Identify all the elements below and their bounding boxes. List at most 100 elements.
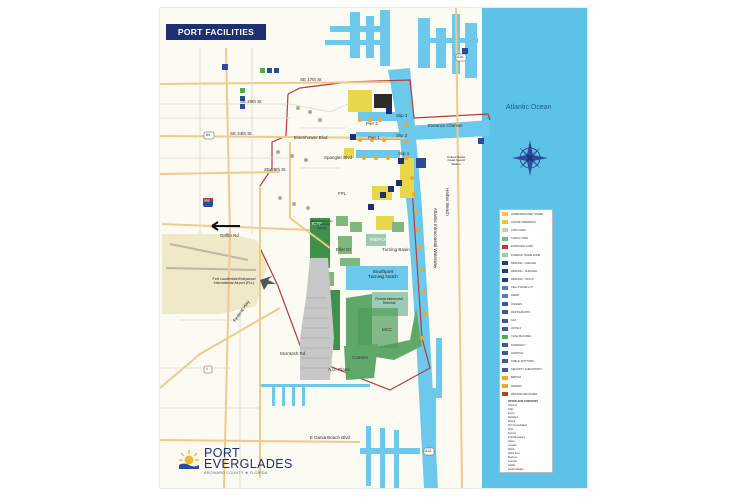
legend-item: PHARMACY [500,341,552,349]
legend-item: PARKING - SURFACE [500,267,552,275]
runways [165,243,257,271]
port-map[interactable] [160,8,587,488]
i595-shield-label: 595 [204,199,210,203]
southern-canals [260,338,442,488]
company-item: Exxon [508,412,515,416]
legend-item: CELL PHONE LOT [500,284,552,292]
legend-swatch [502,293,508,298]
dania-label: E Dania Beach Blvd [310,435,351,440]
minor-roads [160,48,349,488]
legend-swatch [502,367,508,372]
legend-swatch [502,269,508,274]
terminal-areas [310,90,422,380]
legend-swatch [502,384,508,389]
legend-item: FOREIGN TRADE ZONE [500,251,552,259]
company-item: World Fuel [508,452,520,456]
legend-item: WATERS [500,382,552,390]
legend-label: HARBORMASTER TOWER [511,212,544,216]
legend-item: FERRY [500,292,552,300]
legend-label: CELL PHONE LOT [511,286,534,290]
slip2-label: Slip 2 [396,133,408,138]
company-item: TransMontaigne [508,436,526,440]
legend-item: CASH MACHINE [500,333,552,341]
page-title: PORT FACILITIES [166,24,266,40]
slip3-label: Slip 3 [396,113,408,118]
legend-label: RESTRICTED ZONES [511,392,538,396]
route84-shield [203,131,215,140]
legend-item: PARKING - TRUCK [500,276,552,284]
intermodal-label: Florida Intermodal Terminal [375,297,403,305]
legend-swatch [502,253,508,258]
ag-plane-label: A.G. Plane [328,367,350,372]
legend-item: ENTRANCE GATE [500,243,552,251]
legend-item: CARGO YARD [500,235,552,243]
map-sheet: PORT FACILITIES Atlantic Ocean Entrance … [160,8,587,488]
company-item: Buckeye [508,456,518,460]
legend-label: TANK FARM [511,228,526,232]
legend-swatch [502,261,508,266]
legend-label: PHARMACY [511,343,526,347]
intracoastal-waterway [388,68,438,488]
company-item: Kinder Morgan [508,468,524,472]
eisenhower-label: Eisenhower Blvd [294,135,328,140]
spangler-label: Spangler Blvd [324,155,353,160]
legend-swatch [502,343,508,348]
company-item: Port Consolidated [508,424,528,428]
map-legend: HARBORMASTER TOWER CRUISE TERMINALS TANK F… [499,209,553,473]
legend-item: RESTRICTED ZONES [500,390,552,398]
compass-rose-icon [512,140,548,176]
legend-label: FOREIGN TRADE ZONE [511,253,541,257]
a1a-bottom-shield [423,447,435,456]
turning-notch [346,266,408,290]
a1a-top-shield [455,53,467,62]
legend-swatch [502,236,508,241]
legend-item: PUBLIC BOTTOMS [500,357,552,365]
se24-label: SE 24th St [230,131,252,136]
slip1-label: Slip 1 [398,151,410,156]
legend-swatch [502,351,508,356]
poi-markers [222,48,484,210]
company-item: Sunoco [508,432,517,436]
legend-label: GAS [511,319,517,323]
legend-label: PARKING - TRUCK [511,278,534,282]
legend-swatch [502,392,508,397]
griffin-label: Griffin Rd [220,233,239,238]
entrance-channel-label: Entrance Channel [428,123,463,128]
legend-swatch [502,220,508,225]
legend-item: PARKING - GARAGE [500,259,552,267]
airplane-icon [260,276,276,290]
turning-notch-label: Southport Turning Notch [368,270,398,281]
airport-label: Fort Lauderdale/Hollywood International … [212,277,256,285]
intracoastal-label: Atlantic Intracoastal Waterway [433,208,438,269]
legend-item: TANK FARM [500,226,552,234]
berth-markers [358,118,428,340]
pier2-label: Pier 2 [366,121,378,126]
mcc-label: MCC [382,327,393,332]
legend-label: FERRY [511,294,520,298]
legend-label: WATERS [511,384,522,388]
slips [356,112,400,158]
route84-shield-label: 84 [206,133,210,137]
icte-label: ICTF [312,221,322,226]
legend-swatch [502,326,508,331]
company-item: Chevron [508,404,518,408]
sun-logo-icon [179,450,199,469]
logo-everglades: EVERGLADES [204,457,293,471]
airport-arrow [211,221,240,231]
company-item: Vecellio [508,444,517,448]
atlantic-ocean-label: Atlantic Ocean [506,104,552,111]
fpl-label: FPL [338,191,347,196]
northern-marinas [325,10,478,78]
legend-label: CRUISE TERMINALS [511,220,537,224]
legend-label: SECURITY CHECKPOINT [511,368,542,372]
cement-label: Cement [352,355,368,360]
route1-shield [203,365,213,374]
company-item: Citgo [508,408,514,412]
legend-swatch [502,302,508,307]
legend-swatch [502,212,508,217]
company-item: Colonial [508,460,517,464]
companies-title: PETROLEUM COMPANIES [508,400,538,404]
legend-item: CRANES [500,300,552,308]
legend-items: HARBORMASTER TOWER CRUISE TERMINALS TANK F… [500,210,552,398]
mcintosh-label: McIntosh Rd [280,351,306,356]
